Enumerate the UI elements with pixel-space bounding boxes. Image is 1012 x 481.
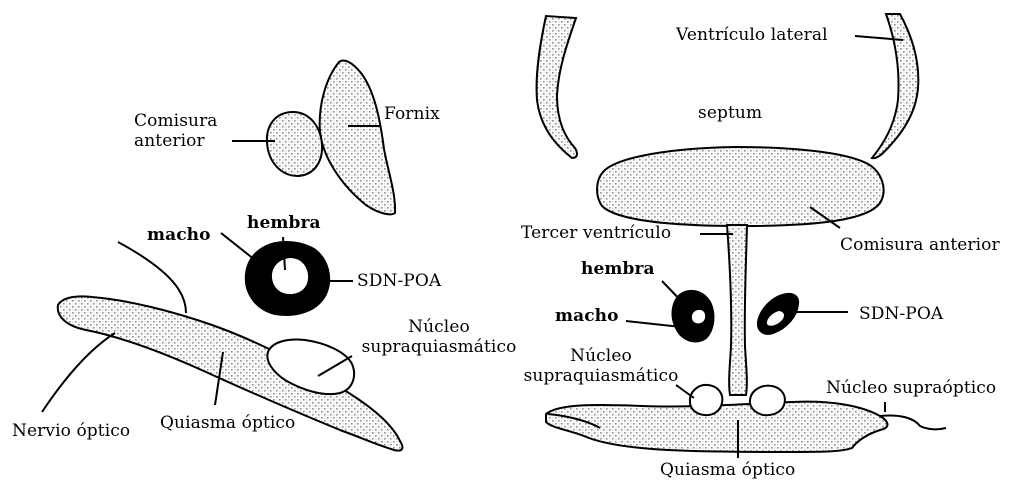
label-macho-right: macho [555,306,619,326]
label-quiasma-optico-right: Quiasma óptico [660,460,795,480]
anterior-commissure-right [597,147,884,226]
leader-nervio [42,333,115,412]
label-ventriculo-lateral: Ventrículo lateral [676,25,828,45]
lateral-ventricle-right [872,14,918,158]
label-sdn-poa-left: SDN-POA [357,271,441,291]
label-comisura-anterior-right: Comisura anterior [840,235,1000,255]
label-sdn-poa-right: SDN-POA [859,304,943,324]
sdn-poa-left-inner [272,258,308,294]
suprachiasmatic-nucleus-right-a [690,385,722,415]
label-nucleo-supraquiasmatico-right: Núcleo supraquiasmático [516,346,686,386]
suprachiasmatic-nucleus-right-b [750,386,785,416]
label-nervio-optico: Nervio óptico [12,421,130,441]
third-ventricle [727,225,747,395]
label-quiasma-optico-left: Quiasma óptico [160,413,295,433]
label-tercer-ventriculo: Tercer ventrículo [521,223,671,243]
label-nucleo-supraoptico: Núcleo supraóptico [826,378,996,398]
label-hembra-left: hembra [247,213,321,233]
label-macho-left: macho [147,225,211,245]
supraoptic-right-edge [880,415,946,429]
label-fornix: Fornix [384,104,440,124]
anterior-commissure-left [267,112,322,176]
leader-scn-right [676,385,694,398]
fornix-shape [320,60,395,214]
label-hembra-right: hembra [581,259,655,279]
left-panel [42,60,402,450]
lateral-ventricle-left [537,16,577,158]
label-comisura-anterior-left: Comisura anterior [134,111,218,151]
label-septum: septum [698,103,762,123]
leader-macho-left [221,233,255,260]
label-nucleo-supraquiasmatico-left: Núcleo supraquiasmático [350,317,528,357]
